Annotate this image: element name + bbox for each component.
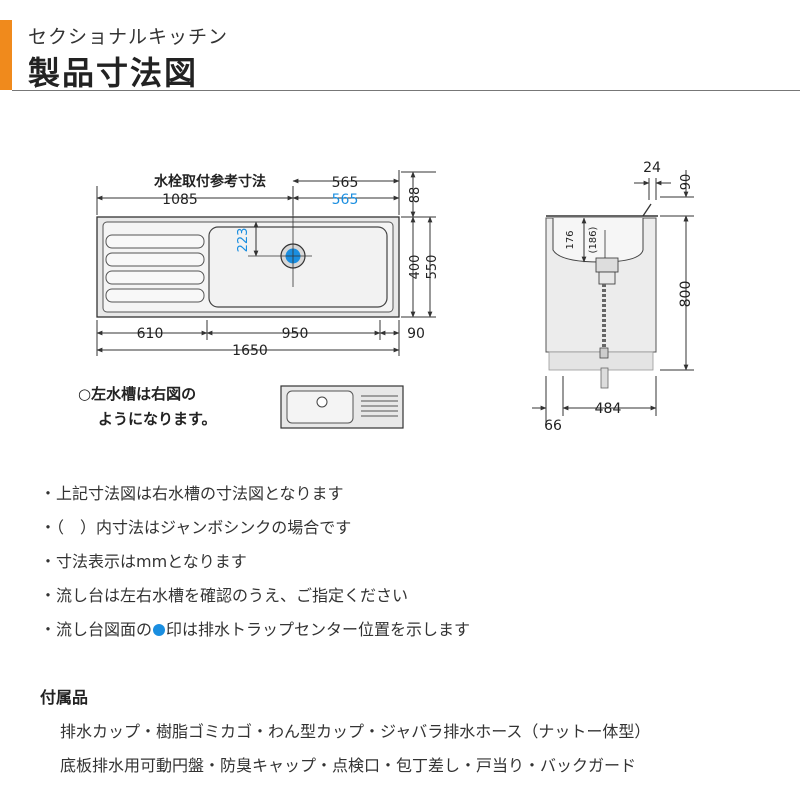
dim-565-jumbo: 565 xyxy=(332,192,359,208)
dim-550: 550 xyxy=(425,255,440,280)
accessories-heading: 付属品 xyxy=(40,688,89,707)
drainboard-ribs xyxy=(105,234,205,303)
dim-565: 565 xyxy=(332,175,359,191)
dim-1085: 1085 xyxy=(162,192,198,208)
header-divider xyxy=(12,90,800,91)
dim-24: 24 xyxy=(643,160,661,176)
dim-400: 400 xyxy=(408,255,423,280)
dim-186: (186) xyxy=(588,226,599,253)
dim-610: 610 xyxy=(137,326,164,342)
dim-88: 88 xyxy=(408,187,423,204)
left-sink-thumbnail xyxy=(280,385,404,429)
dim-176: 176 xyxy=(565,230,576,249)
page-subtitle: セクショナルキッチン xyxy=(28,26,229,48)
note-3: ・寸法表示はmmとなります xyxy=(40,552,247,571)
dim-1650: 1650 xyxy=(232,343,268,359)
dim-90: 90 xyxy=(407,326,425,342)
sink-side-view xyxy=(545,203,658,389)
note-5: ・流し台図面の印は排水トラップセンター位置を示します xyxy=(40,620,780,654)
dim-800: 800 xyxy=(678,281,694,308)
left-sink-note-2: ようになります。 xyxy=(98,410,217,428)
top-dimensions xyxy=(96,170,400,257)
note-5-before: ・流し台図面の xyxy=(40,620,153,639)
accent-bar xyxy=(0,20,12,90)
page-title: 製品寸法図 xyxy=(28,54,199,92)
header: セクショナルキッチン 製品寸法図 xyxy=(0,0,800,92)
accessories-line-2: 底板排水用可動円盤・防臭キャップ・点検口・包丁差し・戸当り・バックガード xyxy=(60,756,637,775)
blue-dot-icon xyxy=(153,624,166,636)
dim-223: 223 xyxy=(236,228,251,253)
sink-top-view xyxy=(96,200,400,318)
faucet-position-label: 水栓取付参考寸法 xyxy=(154,173,266,190)
note-4: ・流し台は左右水槽を確認のうえ、ご指定ください xyxy=(40,586,409,605)
dim-66: 66 xyxy=(544,418,562,434)
note-5-after: 印は排水トラップセンター位置を示します xyxy=(166,620,471,639)
left-sink-note-1: ○左水槽は右図の xyxy=(78,385,196,403)
dimension-diagram: 水栓取付参考寸法 565 1085 565 223 88 400 550 610… xyxy=(78,160,694,434)
dim-side-90: 90 xyxy=(679,174,694,191)
dim-950: 950 xyxy=(282,326,309,342)
dim-484: 484 xyxy=(595,401,622,417)
notes-list: ・上記寸法図は右水槽の寸法図となります ・（ ）内寸法はジャンボシンクの場合です… xyxy=(40,484,780,654)
note-2: ・（ ）内寸法はジャンボシンクの場合です xyxy=(40,518,352,537)
accessories-line-1: 排水カップ・樹脂ゴミカゴ・わん型カップ・ジャバラ排水ホース（ナットー体型） xyxy=(60,722,651,741)
note-1: ・上記寸法図は右水槽の寸法図となります xyxy=(40,484,344,503)
